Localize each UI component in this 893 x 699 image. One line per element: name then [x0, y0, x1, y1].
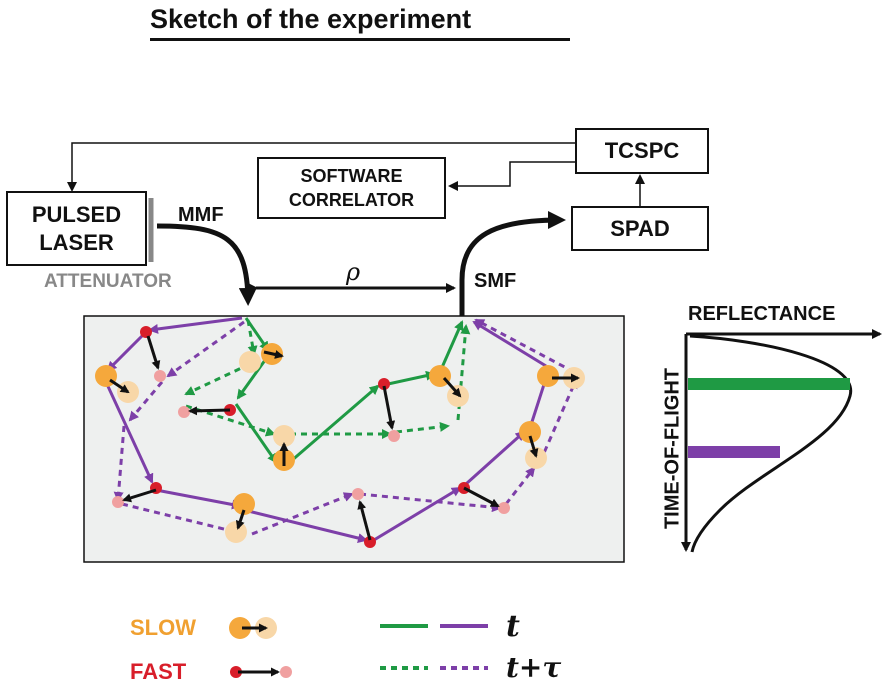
mmf-fiber: [156, 223, 257, 306]
tcspc-label: TCSPC: [604, 138, 680, 163]
time-of-flight-label: TIME-OF-FLIGHT: [661, 367, 684, 530]
reflectance-plot: [681, 329, 882, 553]
pulsed-laser-box: PULSED LASER: [6, 191, 147, 266]
trigger-line: [67, 142, 577, 192]
correlator-line: [448, 161, 577, 191]
reflectance-curve: [689, 334, 853, 553]
legend-slow-label: SLOW: [130, 615, 196, 640]
sample-medium: [83, 315, 625, 563]
reflectance-label: REFLECTANCE: [688, 303, 836, 325]
mmf-label: MMF: [178, 204, 224, 226]
software-correlator-label: SOFTWARE CORRELATOR: [288, 166, 415, 210]
fast-particles: [112, 326, 510, 548]
smf-label: SMF: [474, 270, 517, 292]
smf-fiber: [459, 211, 566, 316]
tcspc-box: TCSPC: [575, 128, 709, 174]
green-time-band: [688, 378, 850, 390]
software-correlator-box: SOFTWARE CORRELATOR: [257, 157, 446, 219]
spad-label: SPAD: [610, 215, 670, 241]
purple-time-band: [688, 446, 780, 458]
legend-graphics: [229, 617, 488, 678]
legend-slow-particle: [229, 617, 251, 639]
attenuator-label: ATTENUATOR: [44, 271, 172, 292]
pulsed-laser-label: PULSED LASER: [31, 201, 122, 255]
legend-t-tau-label: t+τ: [506, 651, 562, 684]
legend-fast-particle: [230, 666, 242, 678]
spad-box: SPAD: [571, 206, 709, 251]
velocity-arrows: [109, 335, 580, 541]
purple-path-t-tau: [113, 318, 578, 537]
page-title: Sketch of the experiment: [150, 4, 570, 41]
rho-label: ρ: [346, 258, 361, 286]
green-path-t: [234, 317, 464, 464]
legend-fast-label: FAST: [130, 659, 187, 684]
legend-t-label: t: [506, 609, 520, 644]
